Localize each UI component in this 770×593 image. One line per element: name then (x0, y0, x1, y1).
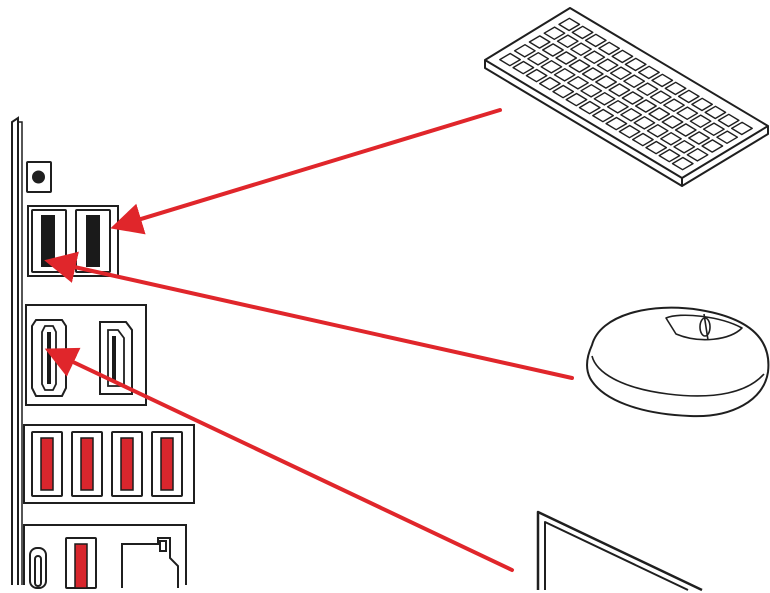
usb-a-port (65, 537, 97, 589)
keyboard-key (623, 74, 646, 89)
keyboard-key (567, 75, 589, 90)
keyboard-key (661, 115, 684, 129)
keyboard-key (716, 130, 739, 145)
mouse-icon (586, 306, 770, 418)
keyboard-key (620, 107, 643, 122)
keyboard-key (568, 59, 591, 73)
keyboard-key (513, 44, 536, 58)
keyboard-key (583, 50, 606, 64)
usb-3-port-3 (111, 431, 143, 497)
keyboard-key (605, 116, 628, 131)
keyboard-key (624, 57, 647, 72)
keyboard-key (649, 90, 672, 105)
keyboard-key (595, 75, 617, 89)
usb-2-port-1 (41, 215, 55, 267)
keyboard-key (704, 105, 727, 120)
keyboard-key (571, 25, 594, 40)
keyboard-key (648, 107, 671, 121)
keyboard-key (608, 83, 631, 97)
keyboard-key (552, 84, 575, 99)
keyboard-key (688, 131, 710, 145)
keyboard-key (689, 114, 712, 129)
monitor-icon (536, 510, 703, 592)
io-panel (11, 116, 195, 589)
usb-3-port-4 (151, 431, 183, 497)
keyboard-key (633, 115, 656, 130)
keyboard-key (543, 26, 566, 40)
keyboard-key (717, 113, 740, 128)
keyboard-key (635, 99, 657, 113)
keyboard-key (499, 52, 521, 67)
keyboard-key (593, 91, 616, 106)
keyboard-key (570, 42, 592, 56)
keyboard-key (638, 65, 660, 80)
flash-button (26, 161, 52, 193)
io-panel-bracket (11, 116, 23, 585)
keyboard-connection-arrow (110, 108, 502, 235)
keyboard-key (660, 131, 682, 146)
keyboard-key (731, 121, 753, 136)
keyboard-key (677, 89, 700, 104)
keyboard-key (676, 106, 699, 121)
usb-c-port (29, 547, 47, 589)
monitor-connection-arrow (44, 347, 514, 572)
keyboard-key (609, 66, 632, 81)
keyboard-key (556, 34, 579, 48)
keyboard-key (553, 67, 576, 82)
keyboard-key (663, 98, 685, 113)
keyboard-key (578, 100, 601, 115)
keyboard-key (611, 49, 634, 64)
keyboard-key (527, 52, 550, 66)
keyboard-key (528, 35, 551, 49)
keyboard-key (646, 123, 669, 138)
keyboard-key (645, 140, 668, 155)
keyboard-key (581, 67, 604, 81)
keyboard-key (658, 148, 681, 163)
keyboard-key (636, 82, 659, 97)
keyboard-key (512, 60, 535, 75)
keyboard-key (558, 17, 581, 32)
keyboard-key (606, 99, 629, 114)
keyboard-key (596, 58, 619, 73)
bottom-port-group (23, 524, 187, 589)
mouse-connection-arrow (44, 251, 574, 380)
keyboard-key (584, 33, 607, 48)
keyboard-key (632, 132, 654, 147)
keyboard-key (580, 83, 603, 98)
keyboard-key (539, 76, 561, 91)
usb-3-port-group (23, 424, 195, 504)
keyboard-key (542, 43, 564, 57)
keyboard-key (525, 68, 548, 83)
keyboard-key (540, 60, 563, 74)
keyboard-icon (484, 7, 769, 187)
keyboard-key (702, 122, 725, 137)
keyboard-key (691, 97, 713, 112)
keyboard-key (555, 51, 578, 65)
usb-3-port-1 (31, 431, 63, 497)
keyboard-key (565, 92, 588, 107)
usb-2-port-2 (86, 215, 100, 267)
ethernet-port (121, 537, 179, 588)
keyboard-key (618, 124, 641, 139)
keyboard-key (686, 147, 709, 162)
keyboard-key (598, 41, 620, 56)
keyboard-key (674, 123, 697, 137)
keyboard-key (592, 108, 614, 123)
keyboard-key (673, 139, 696, 154)
keyboard-key (621, 91, 644, 105)
usb-3-port-2 (71, 431, 103, 497)
keyboard-key (664, 81, 687, 96)
keyboard-key (671, 156, 694, 171)
keyboard-key (701, 139, 724, 153)
keyboard-key (651, 73, 674, 88)
